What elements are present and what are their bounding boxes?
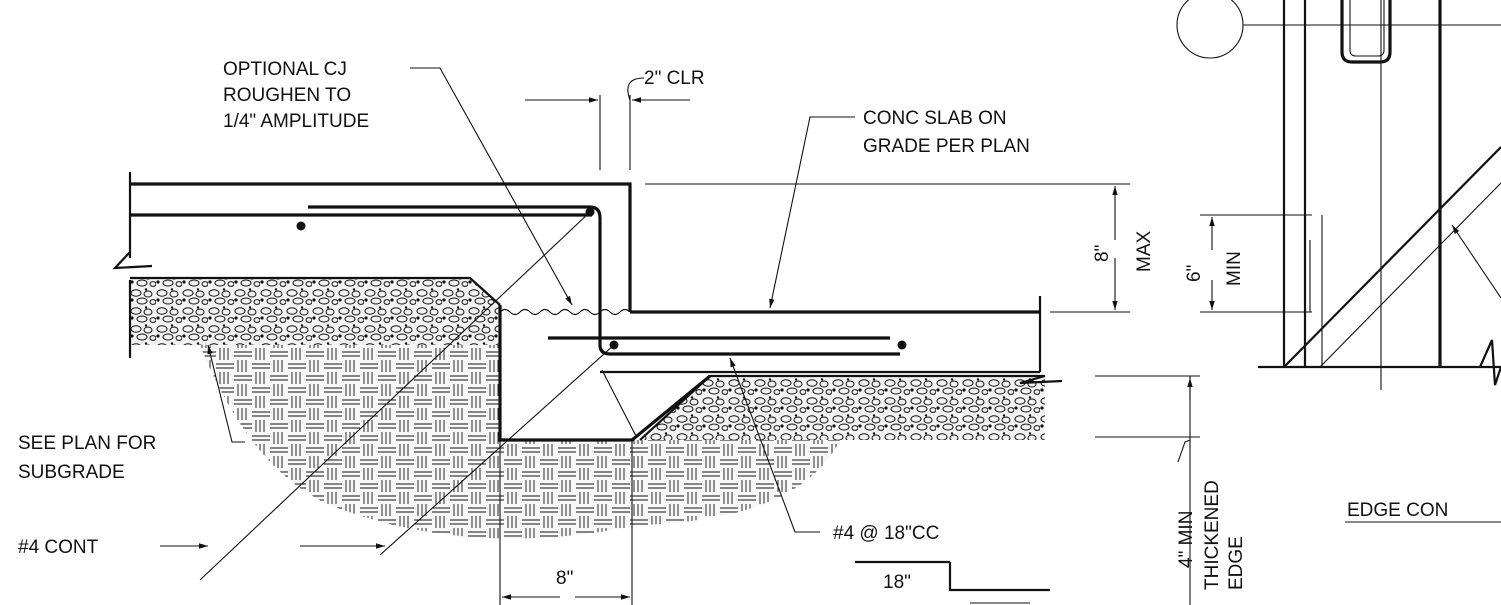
label-thickened: THICKENED (1202, 480, 1223, 590)
text-labels: OPTIONAL CJ ROUGHEN TO 1/4" AMPLITUDE 2"… (18, 59, 1448, 593)
gravel-base-left (130, 276, 501, 345)
label-see-plan-1: SEE PLAN FOR (18, 433, 156, 454)
label-edge: EDGE (1226, 536, 1247, 590)
label-width-18in: 18" (883, 572, 911, 593)
label-4in-min: 4" MIN (1176, 511, 1197, 568)
label-see-plan-2: SUBGRADE (18, 462, 125, 483)
label-max: MAX (1134, 231, 1155, 273)
label-2in-clr: 2" CLR (644, 68, 705, 89)
label-edge-con: EDGE CON (1347, 500, 1448, 521)
concrete-slab-outline (112, 172, 1063, 442)
label-conc-slab-1: CONC SLAB ON (863, 108, 1007, 129)
label-min: MIN (1224, 251, 1245, 286)
label-optional-cj-2: ROUGHEN TO (223, 85, 351, 106)
label-depth-8in: 8" (1092, 245, 1113, 262)
label-rebar-cc: #4 @ 18"CC (833, 523, 939, 544)
label-optional-cj-1: OPTIONAL CJ (223, 59, 347, 80)
leaders-and-dimensions (160, 67, 1200, 605)
subgrade-soil (200, 345, 840, 539)
label-width-8in: 8" (556, 568, 573, 589)
rebar (130, 205, 907, 356)
label-optional-cj-3: 1/4" AMPLITUDE (223, 111, 369, 132)
label-4-cont: #4 CONT (18, 537, 99, 558)
edge-connection-detail-partial (1176, 0, 1501, 523)
label-conc-slab-2: GRADE PER PLAN (863, 136, 1030, 157)
label-depth-6in: 6" (1184, 265, 1205, 282)
